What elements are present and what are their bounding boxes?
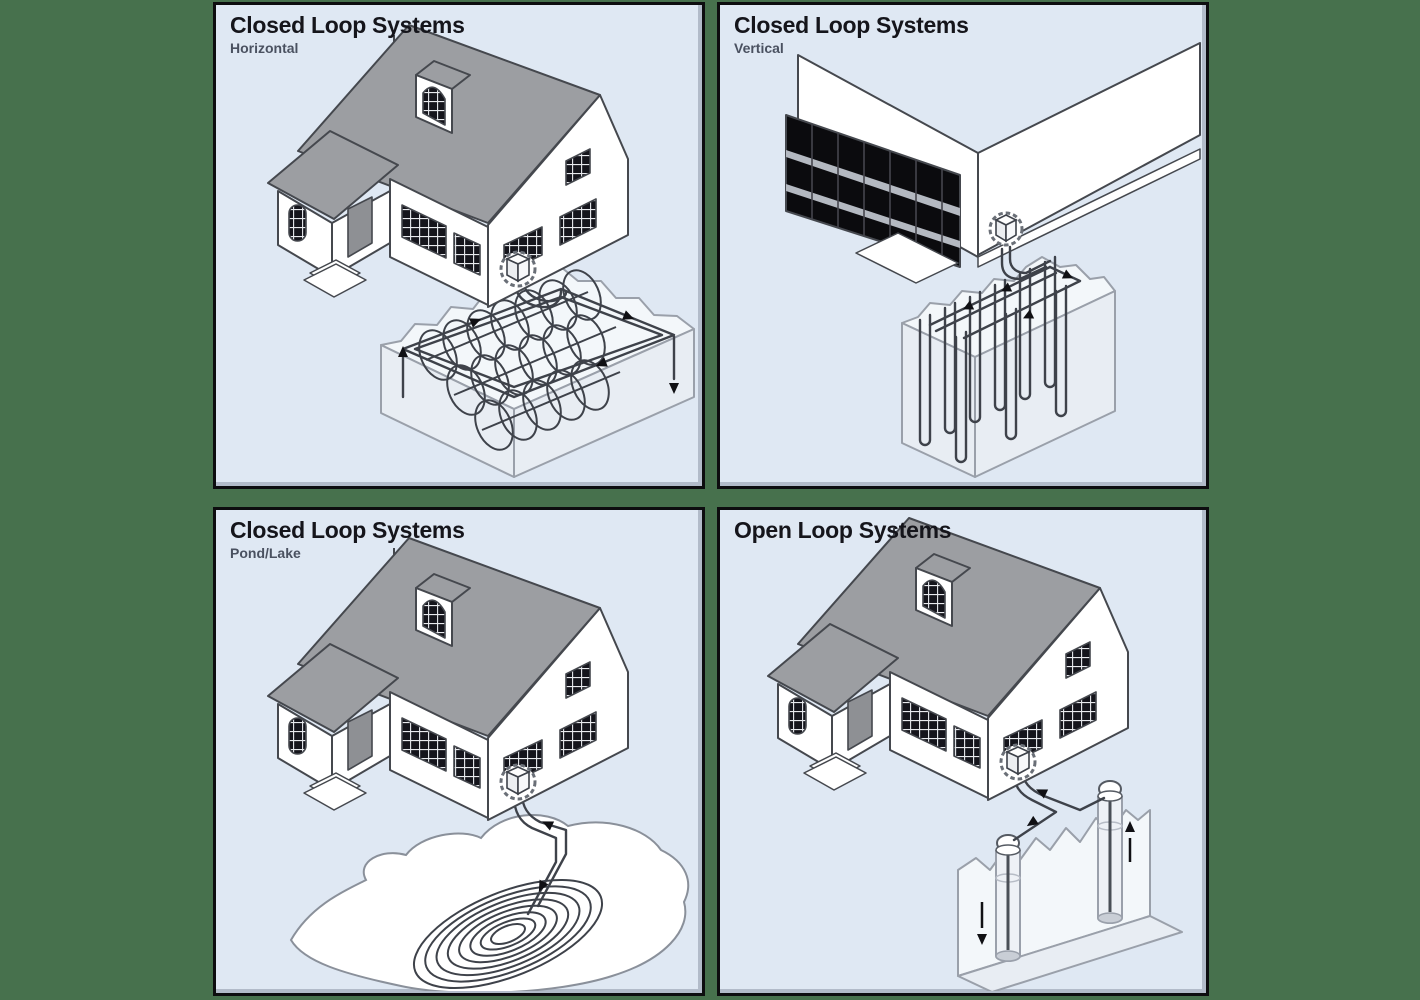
horizontal-loop-illustration [266, 23, 695, 478]
supply-well [1097, 780, 1123, 924]
heat-pump-unit [988, 211, 1024, 247]
residential-house-illustration [266, 23, 630, 309]
panel-subtitle: Vertical [734, 40, 784, 57]
panel-title: Closed Loop Systems [230, 12, 465, 38]
residential-house-illustration [266, 536, 630, 822]
entry-walkway [855, 232, 959, 284]
panel-closed-loop-vertical: Closed Loop Systems Vertical [717, 2, 1209, 489]
panel-header: Open Loop Systems [734, 517, 952, 545]
storefront-glazing [785, 114, 961, 268]
return-well [995, 834, 1021, 962]
panel-header: Closed Loop Systems Pond/Lake [230, 517, 465, 562]
panel-title: Closed Loop Systems [734, 12, 969, 38]
pond-lake-coil [412, 878, 604, 990]
residential-house-illustration [766, 516, 1130, 802]
panel-header: Closed Loop Systems Horizontal [230, 12, 465, 57]
commercial-building-illustration [785, 42, 1201, 284]
vertical-u-tubes [918, 255, 1068, 464]
ground-loop-piping [398, 273, 679, 399]
vertical-loop-illustration [785, 42, 1201, 478]
well-soil-block [957, 809, 1183, 991]
pond-loop-illustration [266, 536, 690, 991]
panel-closed-loop-horizontal: Closed Loop Systems Horizontal [213, 2, 705, 489]
panel-open-loop: Open Loop Systems [717, 507, 1209, 996]
vertical-loop-piping [928, 245, 1082, 340]
panel-title: Closed Loop Systems [230, 517, 465, 543]
open-loop-illustration [766, 516, 1183, 991]
panel-title: Open Loop Systems [734, 517, 952, 543]
panel-header: Closed Loop Systems Vertical [734, 12, 969, 57]
panel-subtitle: Horizontal [230, 40, 299, 57]
panel-closed-loop-pond-lake: Closed Loop Systems Pond/Lake [213, 507, 705, 996]
pond-lake-shape [289, 814, 690, 991]
panel-subtitle: Pond/Lake [230, 545, 301, 562]
